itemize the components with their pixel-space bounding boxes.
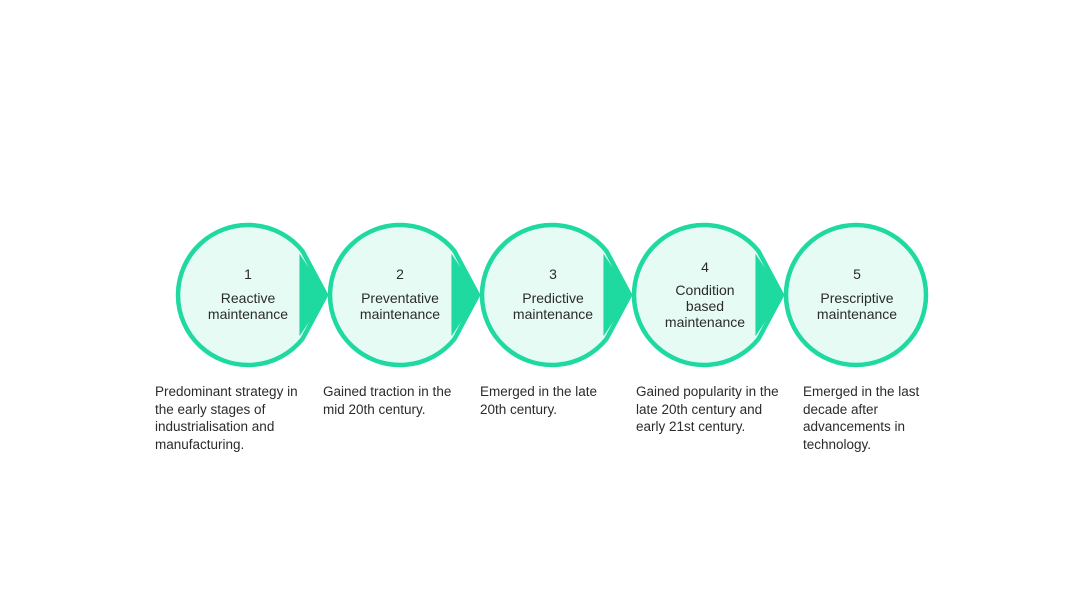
stage-3-arrow-tip xyxy=(603,253,632,337)
stage-4-label: 4 Condition based maintenance xyxy=(643,259,767,330)
stage-2-description: Gained traction in the mid 20th century. xyxy=(323,384,452,417)
stage-5-name: Prescriptive maintenance xyxy=(816,290,898,322)
stage-5-number: 5 xyxy=(853,266,861,282)
stage-1-number: 1 xyxy=(244,266,252,282)
stage-4-number: 4 xyxy=(701,259,709,275)
stage-3-name: Predictive maintenance xyxy=(512,290,594,322)
stage-4-shape xyxy=(631,222,785,368)
stage-3-shape xyxy=(479,222,633,368)
stage-2-name: Preventative maintenance xyxy=(359,290,441,322)
stage-1-shape xyxy=(175,222,329,368)
stage-3-label: 3 Predictive maintenance xyxy=(491,266,615,322)
stage-1-arrow-tip xyxy=(299,253,328,337)
stage-1-label: 1 Reactive maintenance xyxy=(186,266,310,322)
stage-5-description: Emerged in the last decade after advance… xyxy=(803,384,920,452)
stage-5-shape xyxy=(783,222,929,368)
stage-1-description: Predominant strategy in the early stages… xyxy=(155,384,298,452)
stage-1-name: Reactive maintenance xyxy=(207,290,289,322)
stage-2-label: 2 Preventative maintenance xyxy=(338,266,462,322)
stage-5-label: 5 Prescriptive maintenance xyxy=(795,266,919,322)
stage-4-name: Condition based maintenance xyxy=(664,282,746,330)
stage-shapes xyxy=(175,222,929,368)
stage-2-shape xyxy=(327,222,481,368)
stage-2-number: 2 xyxy=(396,266,404,282)
stage-4-description: Gained popularity in the late 20th centu… xyxy=(636,384,779,434)
stage-3-number: 3 xyxy=(549,266,557,282)
stage-4-arrow-tip xyxy=(755,253,784,337)
stage-2-arrow-tip xyxy=(451,253,480,337)
stage-3-description: Emerged in the late 20th century. xyxy=(480,384,598,417)
